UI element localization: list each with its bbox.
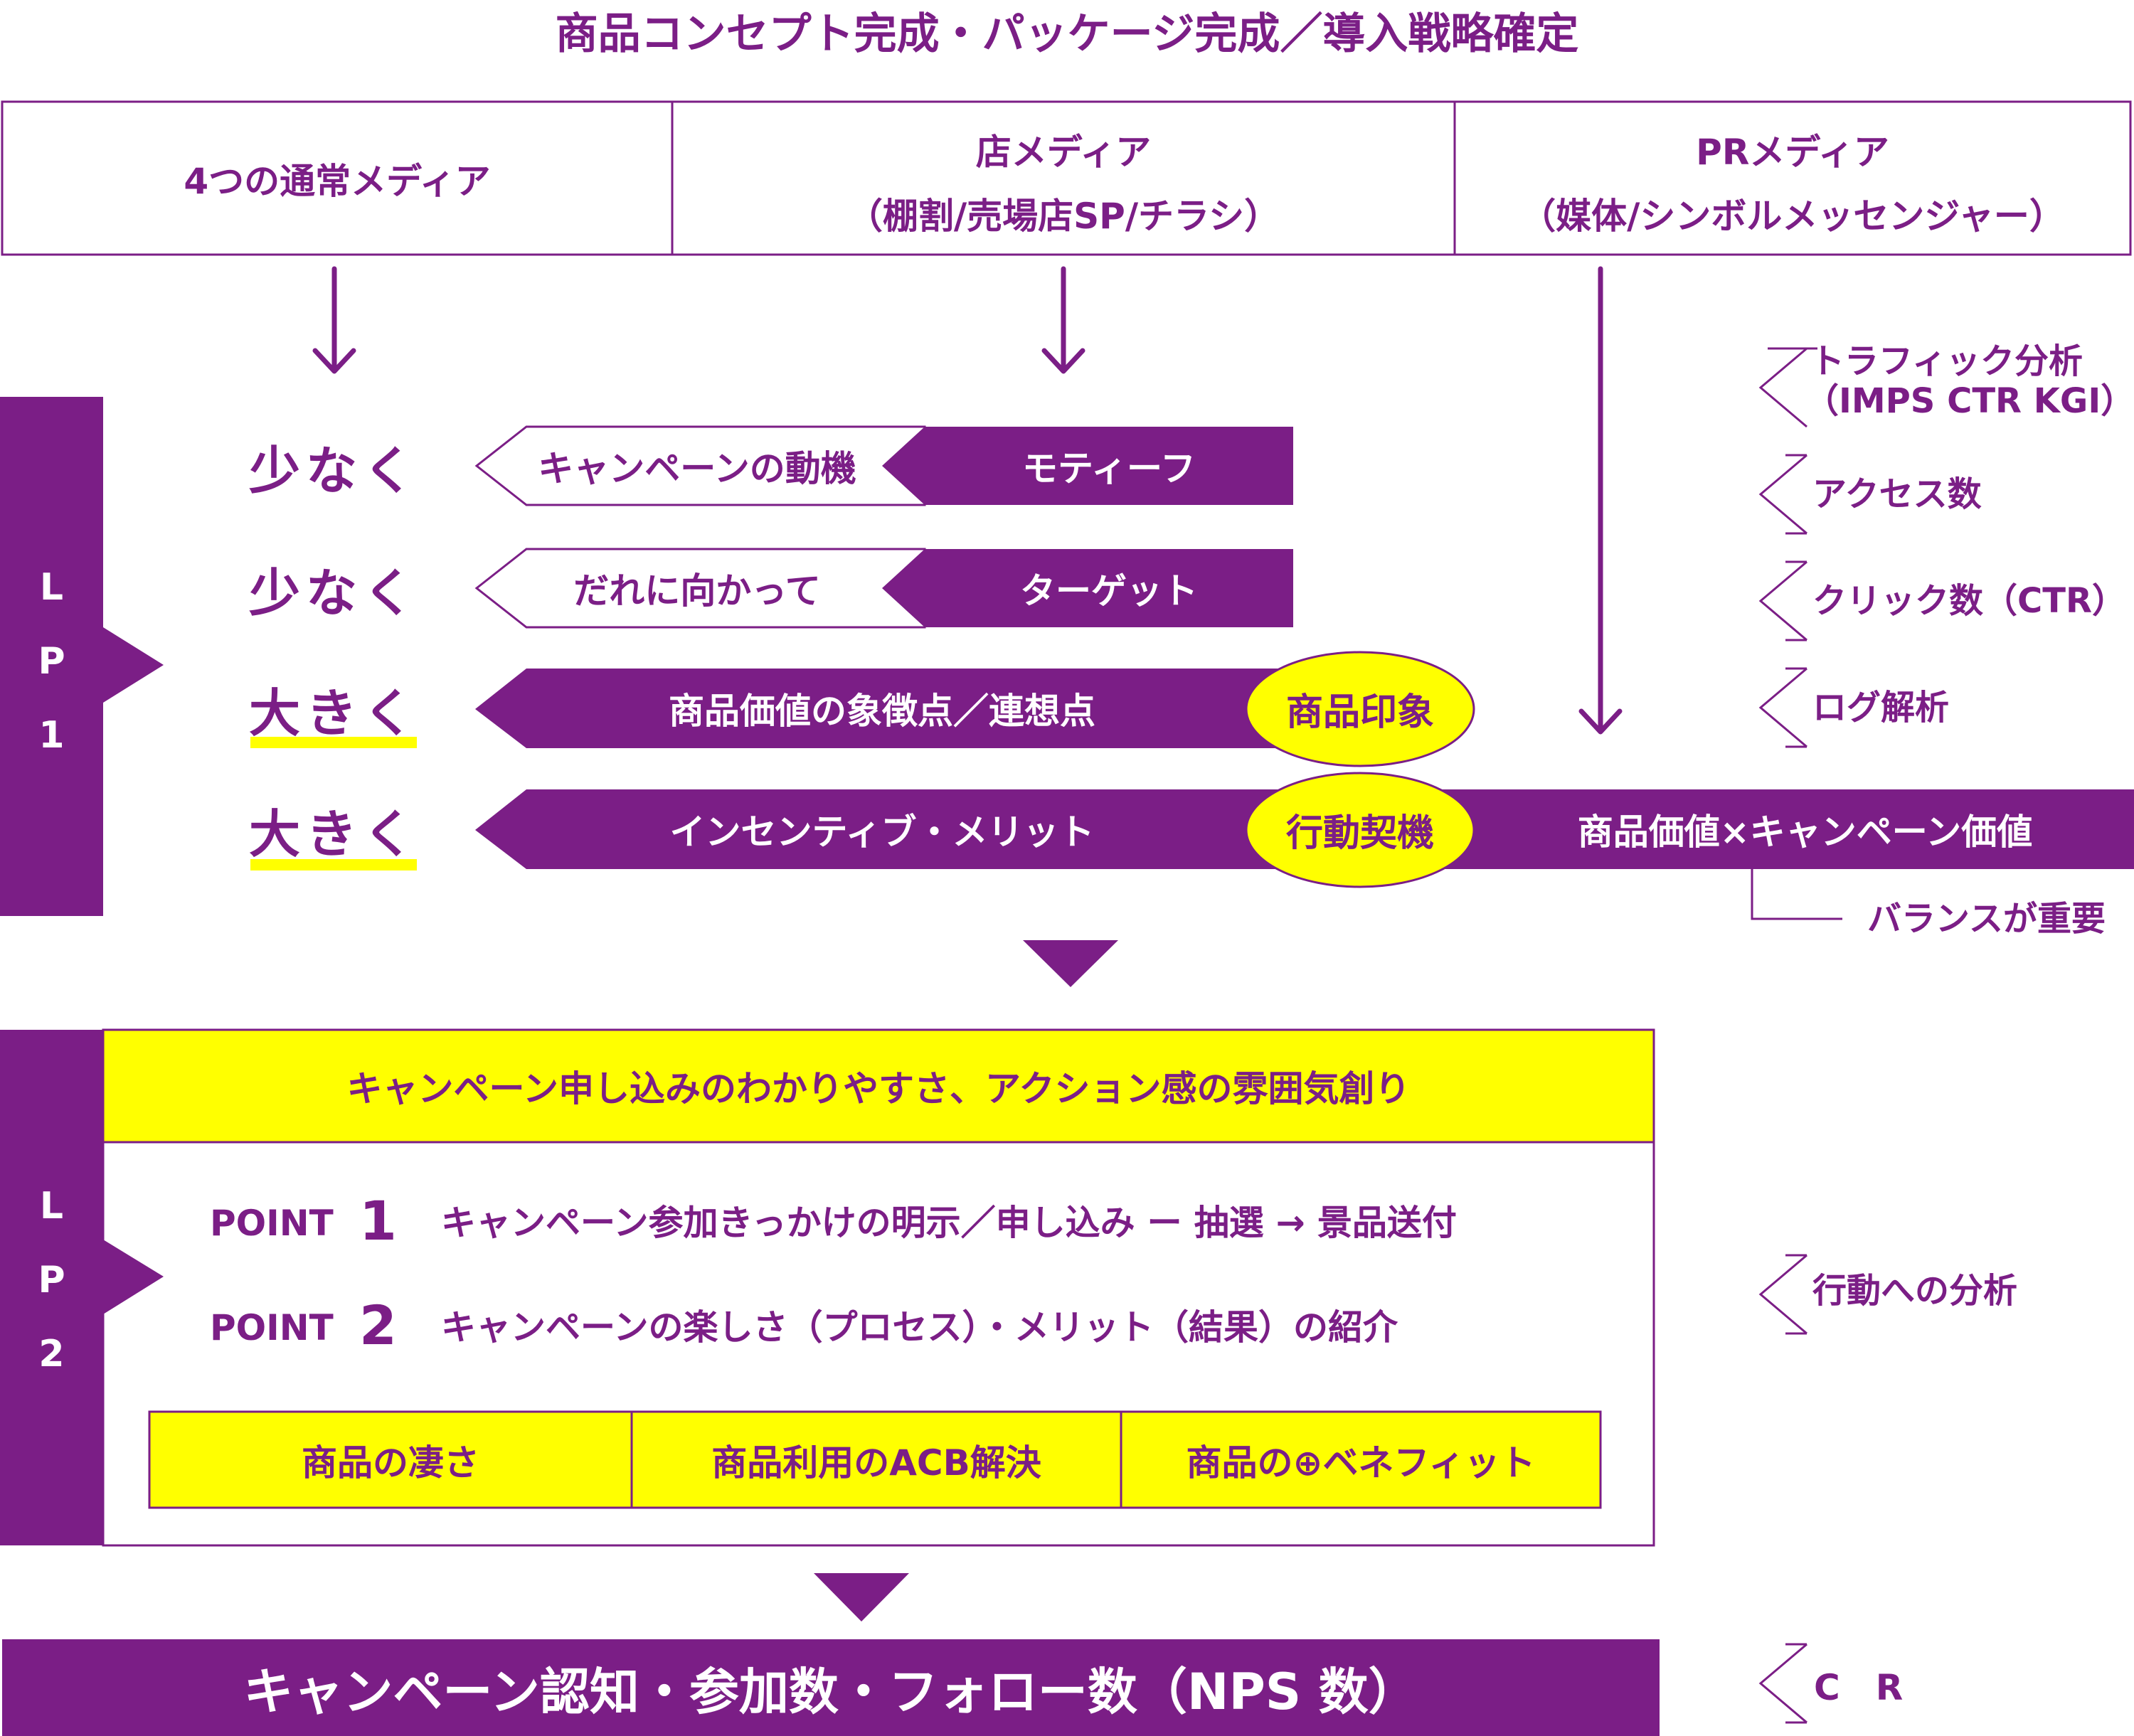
- point-number: 1: [359, 1189, 397, 1252]
- lp2-header-bar: [102, 1028, 1655, 1144]
- lp2-label: L P 2: [0, 1173, 103, 1387]
- row4-extension-text: 商品価値×キャンペーン価値: [1577, 811, 2033, 853]
- lp2-cell: [630, 1410, 1122, 1509]
- media-pr-detail: （媒体/シンボルメッセンジャー）: [1520, 196, 2065, 237]
- bottom-bar-label: キャンペーン認知・参加数・フォロー数（NPS 数）: [243, 1662, 1418, 1721]
- row1-solid-text: モティーフ: [1022, 448, 1196, 489]
- media-store-title: 店メディア: [975, 132, 1152, 173]
- metric-cr: C R: [1814, 1667, 1904, 1708]
- oval-action-trigger-text: 行動契機: [1285, 811, 1434, 855]
- balance-note: バランスが重要: [1867, 899, 2106, 939]
- row2-solid-text: ターゲット: [1020, 570, 1198, 612]
- row4-solid-text: インセンティブ・メリット: [669, 811, 1095, 853]
- row2-outline-text: だれに向かって: [573, 570, 821, 612]
- lp2-label-letter: L: [39, 1185, 64, 1228]
- metric-bracket: [1758, 1254, 1807, 1335]
- metric-access: アクセス数: [1812, 474, 1982, 514]
- page-title: 商品コンセプト完成・パッケージ完成／導入戦略確定: [555, 9, 1579, 59]
- lp1-label-letter: L: [39, 566, 64, 609]
- point-text: キャンペーンの楽しさ（プロセス）・メリット（結果）の紹介: [441, 1307, 1398, 1348]
- lp2-cell: [148, 1410, 633, 1509]
- metric-action-analysis: 行動への分析: [1812, 1271, 2018, 1311]
- point-word: POINT: [210, 1307, 334, 1348]
- row2-solid-shape: [882, 549, 1293, 627]
- media-store-detail: （棚割/売場店SP/チラシ）: [846, 196, 1280, 237]
- oval-product-impression-text: 商品印象: [1285, 691, 1434, 734]
- balance-bracket: [1751, 869, 1842, 920]
- lp2-label-letter: 2: [38, 1333, 65, 1375]
- flow-down-triangle: [814, 1573, 909, 1621]
- point-number: 2: [359, 1294, 397, 1357]
- row4-left-label: 大きく: [248, 804, 420, 864]
- media-box-pr: [1453, 100, 2132, 256]
- media-normal-label: 4つの通常メディア: [184, 160, 491, 202]
- bottom-bar: [2, 1639, 1660, 1736]
- lp2-cell: [1120, 1410, 1602, 1509]
- media-pr-title: PRメディア: [1696, 132, 1889, 173]
- metric-click: クリック数（CTR）: [1812, 581, 2126, 621]
- down-arrow-icon: [312, 266, 356, 374]
- media-box-normal: [1, 100, 674, 256]
- flow-down-triangle: [1023, 940, 1118, 987]
- metric-log: ログ解析: [1812, 688, 1950, 728]
- metric-traffic-detail: （IMPS CTR KGI）: [1805, 381, 2134, 421]
- row1-solid-shape: [882, 427, 1293, 505]
- lp2-sidebar: [0, 1030, 103, 1545]
- highlight-underline: [250, 859, 417, 870]
- metric-bracket: [1758, 667, 1807, 748]
- media-box-store: [671, 100, 1456, 256]
- row3-solid-shape: [475, 669, 1293, 748]
- metric-bracket: [1758, 454, 1807, 535]
- highlight-underline: [250, 737, 417, 748]
- row3-left-label: 大きく: [248, 683, 420, 743]
- lp2-cell-text: 商品の凄さ: [302, 1442, 479, 1484]
- point-text: キャンペーン参加きっかけの明示／申し込み ー 抽選 → 景品送付: [441, 1203, 1457, 1243]
- lp2-cell-text: 商品の⊕ベネフィット: [1186, 1442, 1536, 1484]
- point-word: POINT: [210, 1203, 334, 1244]
- lp2-label-letter: P: [38, 1259, 65, 1301]
- down-arrow-icon: [1041, 266, 1085, 374]
- row2-left-label: 少なく: [248, 563, 420, 623]
- down-arrow-icon: [1578, 266, 1623, 735]
- lp2-cell-text: 商品利用のACB解決: [711, 1442, 1041, 1484]
- row1-left-label: 少なく: [248, 440, 420, 501]
- metric-bracket: [1758, 560, 1807, 641]
- lp1-label: L P 1: [0, 555, 103, 768]
- lp1-label-letter: 1: [38, 714, 65, 757]
- metric-traffic-title: トラフィック分析: [1810, 341, 2083, 381]
- row1-outline-text: キャンペーンの動機: [538, 448, 856, 489]
- lp2-header: キャンペーン申し込みのわかりやすさ、アクション感の雰囲気創り: [346, 1068, 1411, 1109]
- lp1-label-letter: P: [38, 640, 65, 683]
- row3-solid-text: 商品価値の象徴点／連想点: [669, 691, 1095, 732]
- oval-product-impression: [1245, 651, 1475, 767]
- metric-bracket: [1758, 347, 1807, 428]
- oval-action-trigger: [1245, 772, 1475, 888]
- lp1-sidebar: [0, 397, 103, 916]
- metric-bracket: [1758, 1643, 1807, 1724]
